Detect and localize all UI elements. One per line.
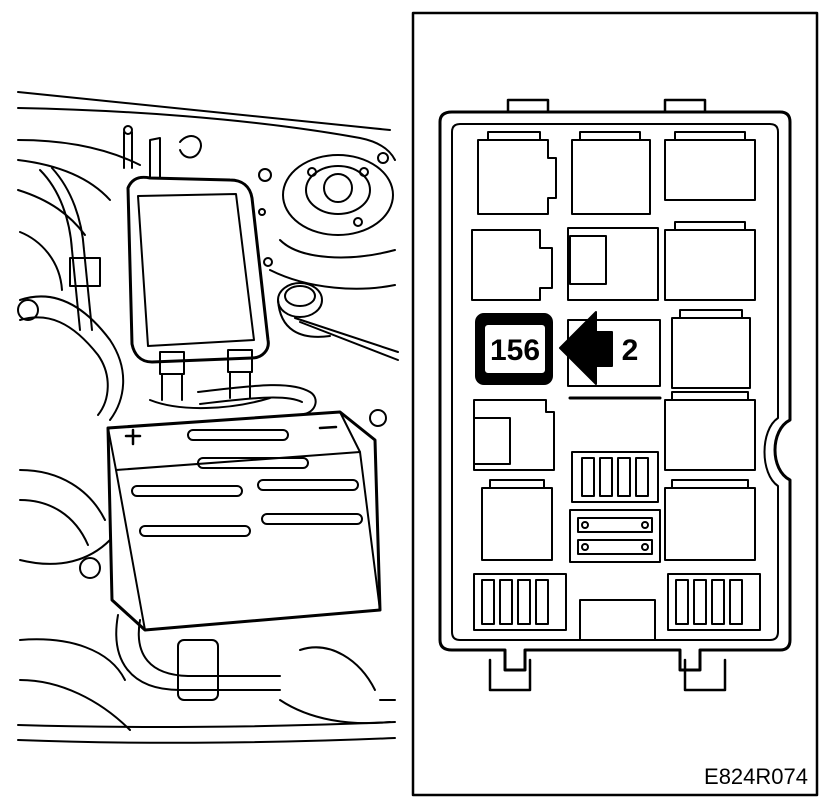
fuse-strip-right <box>667 573 761 631</box>
fusebox-in-bay <box>123 125 273 409</box>
mini-fuse-block-center <box>569 451 661 563</box>
relay-row-5 <box>481 479 756 561</box>
strut-tower <box>269 152 396 290</box>
relay-156-callout: 156 <box>475 313 553 385</box>
pointer-arrow: 2 <box>559 311 639 385</box>
arrow-left-icon <box>559 311 613 385</box>
relay-number-label: 156 <box>490 334 540 367</box>
fusebox-detail <box>438 98 792 692</box>
battery <box>106 384 382 632</box>
detail-frame <box>411 11 819 797</box>
image-code-label: E824R074 <box>704 764 808 789</box>
position-number-label: 2 <box>622 334 639 367</box>
reservoir-cap <box>277 282 331 338</box>
fuse-strip-left <box>473 573 567 631</box>
relay-row-2 <box>471 221 756 301</box>
relay-row-1 <box>477 131 756 215</box>
hoses <box>17 167 125 565</box>
engine-bay-illustration <box>17 91 399 744</box>
relay-row-4 <box>473 391 756 471</box>
leader-line <box>294 317 399 353</box>
